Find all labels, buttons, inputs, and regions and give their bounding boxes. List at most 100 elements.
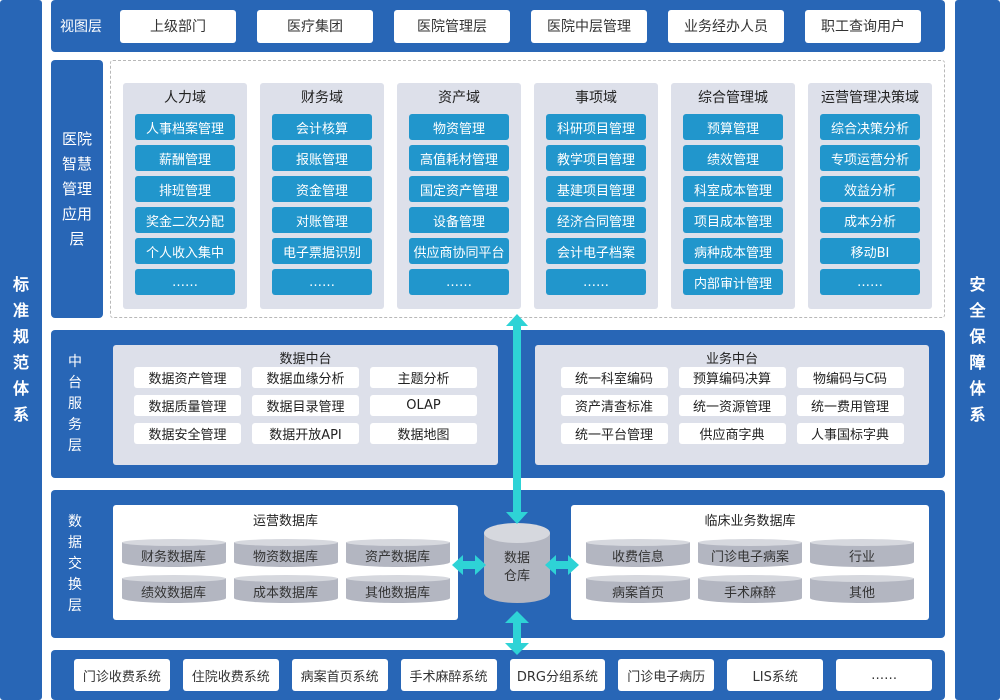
domain-item[interactable]: 国定资产管理 — [409, 176, 509, 202]
domain-item[interactable]: 薪酬管理 — [135, 145, 235, 171]
domain-item[interactable]: 绩效管理 — [683, 145, 783, 171]
domain-item[interactable]: 排班管理 — [135, 176, 235, 202]
database-cylinder[interactable]: 行业 — [810, 539, 914, 567]
platform-item[interactable]: 资产清查标准 — [560, 395, 668, 416]
domain-item[interactable]: 设备管理 — [409, 207, 509, 233]
domain-item[interactable]: 个人收入集中 — [135, 238, 235, 264]
source-system[interactable]: LIS系统 — [727, 659, 824, 691]
domain-item[interactable]: 物资管理 — [409, 114, 509, 140]
view-item-hospital-management[interactable]: 医院管理层 — [394, 9, 510, 43]
domain-item[interactable]: 供应商协同平台 — [409, 238, 509, 264]
platform-item[interactable]: 数据安全管理 — [134, 423, 241, 444]
platform-item[interactable]: 数据血缘分析 — [252, 367, 359, 388]
database-cylinder[interactable]: 其他 — [810, 575, 914, 603]
source-systems-layer: 门诊收费系统 住院收费系统 病案首页系统 手术麻醉系统 DRG分组系统 门诊电子… — [51, 650, 945, 700]
platform-item[interactable]: 数据开放API — [252, 423, 359, 444]
platform-item[interactable]: 统一资源管理 — [678, 395, 786, 416]
domain-finance: 财务域 会计核算 报账管理 资金管理 对账管理 电子票据识别 …… — [260, 83, 384, 309]
domain-item[interactable]: 教学项目管理 — [546, 145, 646, 171]
business-platform-title: 业务中台 — [705, 352, 758, 367]
domain-item[interactable]: 内部审计管理 — [683, 269, 783, 295]
data-platform: 数据中台 数据资产管理 数据血缘分析 主题分析 数据质量管理 数据目录管理 OL… — [113, 345, 498, 465]
cylinder-top — [810, 539, 914, 546]
platform-item[interactable]: 物编码与C码 — [796, 367, 904, 388]
platform-item[interactable]: 预算编码决算 — [678, 367, 786, 388]
view-item-medical-group[interactable]: 医疗集团 — [257, 9, 373, 43]
platform-item[interactable]: 主题分析 — [370, 367, 477, 388]
view-item-employee-query[interactable]: 职工查询用户 — [805, 9, 921, 43]
view-item-business-staff[interactable]: 业务经办人员 — [668, 9, 784, 43]
source-system[interactable]: 门诊电子病历 — [618, 659, 715, 691]
domain-item[interactable]: 专项运营分析 — [820, 145, 920, 171]
domain-item-more[interactable]: …… — [272, 269, 372, 295]
source-system-more[interactable]: …… — [836, 659, 932, 691]
domain-item[interactable]: 对账管理 — [272, 207, 372, 233]
domain-item[interactable]: 会计核算 — [272, 114, 372, 140]
source-system[interactable]: 手术麻醉系统 — [400, 659, 497, 691]
database-cylinder[interactable]: 其他数据库 — [345, 575, 450, 603]
domain-item[interactable]: 报账管理 — [272, 145, 372, 171]
platform-item[interactable]: 统一费用管理 — [796, 395, 904, 416]
domain-item[interactable]: 经济合同管理 — [546, 207, 646, 233]
source-system[interactable]: 住院收费系统 — [182, 659, 279, 691]
platform-item[interactable]: 人事国标字典 — [796, 423, 904, 444]
database-label: 物资数据库 — [233, 542, 338, 567]
database-cylinder[interactable]: 绩效数据库 — [121, 575, 226, 603]
platform-item[interactable]: OLAP — [370, 395, 477, 416]
clinical-database-grid: 收费信息 门诊电子病案 行业 病案首页 手术麻醉 其他 — [571, 539, 929, 603]
domain-item[interactable]: 效益分析 — [820, 176, 920, 202]
domain-item[interactable]: 科研项目管理 — [546, 114, 646, 140]
database-cylinder[interactable]: 病案首页 — [586, 575, 690, 603]
cylinder-top — [586, 539, 690, 546]
domain-item[interactable]: 项目成本管理 — [683, 207, 783, 233]
title-line: 应用 — [61, 204, 92, 223]
app-layer-label: 医院 智慧 管理 应用 层 — [51, 60, 103, 318]
view-item-superior-dept[interactable]: 上级部门 — [120, 9, 236, 43]
platform-item[interactable]: 数据地图 — [370, 423, 477, 444]
source-system[interactable]: 门诊收费系统 — [74, 659, 170, 691]
domain-item[interactable]: 综合决策分析 — [820, 114, 920, 140]
domain-item[interactable]: 基建项目管理 — [546, 176, 646, 202]
domain-item[interactable]: 移动BI — [820, 238, 920, 264]
warehouse-body — [484, 533, 550, 603]
cylinder-top — [233, 575, 338, 582]
view-item-middle-management[interactable]: 医院中层管理 — [531, 9, 647, 43]
pillar-char: 体 — [969, 379, 986, 398]
platform-item[interactable]: 统一科室编码 — [560, 367, 668, 388]
database-cylinder[interactable]: 成本数据库 — [233, 575, 338, 603]
domain-item[interactable]: 成本分析 — [820, 207, 920, 233]
domain-item-more[interactable]: …… — [820, 269, 920, 295]
database-cylinder[interactable]: 手术麻醉 — [698, 575, 802, 603]
domain-item[interactable]: 奖金二次分配 — [135, 207, 235, 233]
database-label: 绩效数据库 — [121, 578, 226, 603]
domain-item[interactable]: 资金管理 — [272, 176, 372, 202]
database-label: 门诊电子病案 — [698, 542, 802, 567]
cylinder-top — [810, 575, 914, 582]
source-system[interactable]: 病案首页系统 — [291, 659, 388, 691]
domain-item-more[interactable]: …… — [135, 269, 235, 295]
domain-item-more[interactable]: …… — [546, 269, 646, 295]
domain-title: 运营管理决策域 — [821, 90, 919, 106]
domain-item[interactable]: 科室成本管理 — [683, 176, 783, 202]
domain-item[interactable]: 人事档案管理 — [135, 114, 235, 140]
platform-item[interactable]: 统一平台管理 — [560, 423, 668, 444]
title-char: 换 — [68, 577, 82, 593]
database-cylinder[interactable]: 财务数据库 — [121, 539, 226, 567]
database-cylinder[interactable]: 收费信息 — [586, 539, 690, 567]
database-cylinder[interactable]: 资产数据库 — [345, 539, 450, 567]
platform-item[interactable]: 数据质量管理 — [134, 395, 241, 416]
source-system[interactable]: DRG分组系统 — [509, 659, 606, 691]
database-cylinder[interactable]: 物资数据库 — [233, 539, 338, 567]
domain-item-more[interactable]: …… — [409, 269, 509, 295]
domain-item[interactable]: 高值耗材管理 — [409, 145, 509, 171]
platform-item[interactable]: 数据目录管理 — [252, 395, 359, 416]
platform-item[interactable]: 供应商字典 — [678, 423, 786, 444]
domain-item[interactable]: 电子票据识别 — [272, 238, 372, 264]
platform-item[interactable]: 数据资产管理 — [134, 367, 241, 388]
domain-item[interactable]: 预算管理 — [683, 114, 783, 140]
domain-item[interactable]: 会计电子档案 — [546, 238, 646, 264]
database-cylinder[interactable]: 门诊电子病案 — [698, 539, 802, 567]
data-warehouse[interactable]: 数据 仓库 — [484, 523, 550, 603]
domain-item[interactable]: 病种成本管理 — [683, 238, 783, 264]
domain-general-management: 综合管理城 预算管理 绩效管理 科室成本管理 项目成本管理 病种成本管理 内部审… — [671, 83, 795, 309]
